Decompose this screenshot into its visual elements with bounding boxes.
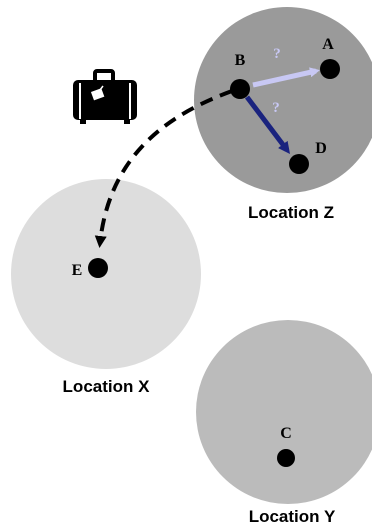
arrow-b-to-a <box>252 67 320 88</box>
node-e-label: E <box>72 262 83 279</box>
suitcase-icon <box>73 69 137 124</box>
node-c <box>277 449 295 467</box>
node-d-label: D <box>315 140 327 157</box>
node-b <box>230 79 250 99</box>
node-d <box>289 154 309 174</box>
arrow-b-to-d-label: ? <box>272 100 280 116</box>
location-z-circle <box>194 7 372 193</box>
node-e <box>88 258 108 278</box>
node-c-label: C <box>280 425 292 442</box>
location-z-label: Location Z <box>248 203 334 222</box>
node-a <box>320 59 340 79</box>
location-x-label: Location X <box>63 377 151 396</box>
node-a-label: A <box>322 36 334 53</box>
node-b-label: B <box>235 52 246 69</box>
location-y-circle <box>196 320 372 504</box>
arrow-b-to-d <box>245 95 291 154</box>
arrow-b-to-e <box>94 89 233 248</box>
arrow-b-to-a-label: ? <box>273 46 281 62</box>
location-y-label: Location Y <box>249 507 336 526</box>
